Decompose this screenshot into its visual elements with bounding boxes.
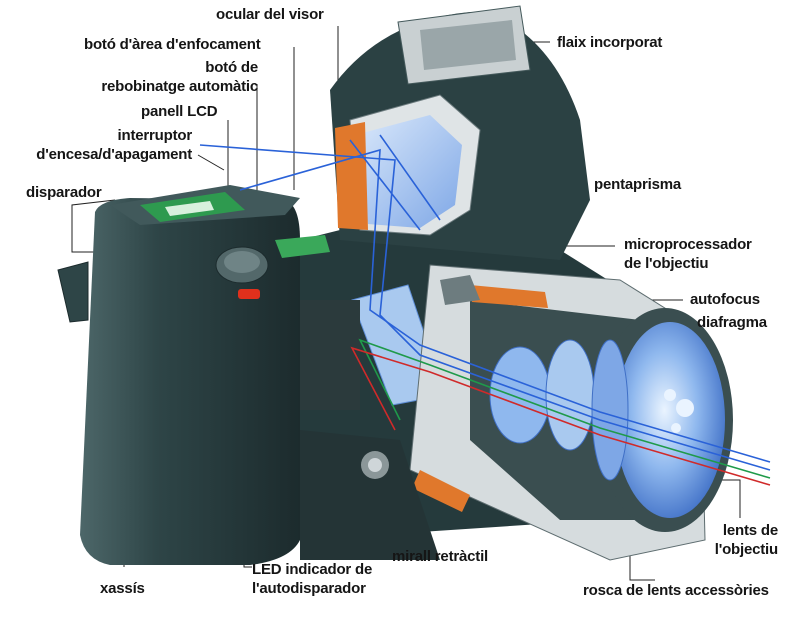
label-lens-cpu-line2: de l'objectiu — [624, 255, 709, 272]
label-pentaprism: pentaprisma — [594, 176, 681, 193]
label-body: xassís — [100, 580, 145, 597]
lcd-panel — [140, 192, 245, 222]
label-ocular: ocular del visor — [216, 6, 324, 23]
self-timer-led — [238, 289, 260, 299]
label-shutter: disparador — [26, 184, 102, 201]
pentaprism-glass — [355, 115, 462, 228]
label-lens-elements-line1: lents de — [722, 522, 778, 539]
label-led-line1: LED indicador de — [252, 561, 373, 578]
label-lcd-panel: panell LCD — [141, 103, 218, 120]
label-aperture: diafragma — [697, 314, 767, 331]
light-rays — [199, 134, 771, 486]
label-power-line1: interruptor — [117, 127, 193, 144]
label-led-line2: l'autodisparador — [252, 580, 366, 597]
label-rewind-line1: botó de — [205, 59, 258, 76]
label-mirror: mirall retràctil — [392, 548, 489, 565]
label-lens-cpu-line1: microprocessador — [624, 236, 752, 253]
label-power-line2: d'encesa/d'apagament — [36, 146, 192, 163]
label-flash: flaix incorporat — [557, 34, 663, 51]
label-autofocus: autofocus — [690, 291, 760, 308]
label-focus-area-button: botó d'àrea d'enfocament — [84, 36, 261, 53]
label-accessory-thread: rosca de lents accessòries — [583, 582, 769, 599]
label-lens-elements-line2: l'objectiu — [714, 541, 778, 558]
label-rewind-line2: rebobinatge automàtic — [101, 78, 258, 95]
